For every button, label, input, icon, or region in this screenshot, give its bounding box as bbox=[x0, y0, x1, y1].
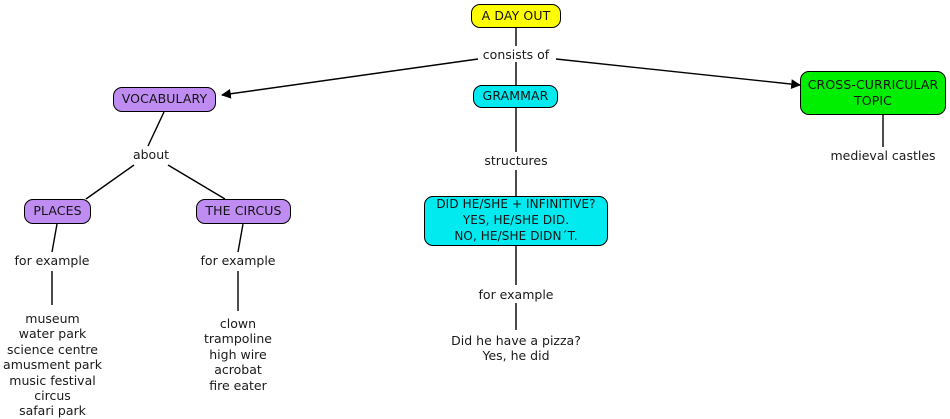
node-places[interactable]: PLACES bbox=[24, 199, 91, 224]
node-grammar[interactable]: GRAMMAR bbox=[473, 85, 558, 108]
edge-about-to-circus bbox=[167, 164, 226, 200]
edge-label-consists-of: consists of bbox=[482, 47, 550, 62]
node-vocabulary[interactable]: VOCABULARY bbox=[113, 87, 216, 112]
edge-circus-to-for-example bbox=[237, 223, 244, 253]
node-the-circus[interactable]: THE CIRCUS bbox=[196, 199, 291, 224]
edge-places-to-for-example bbox=[51, 223, 58, 253]
leaf-circus-examples: clown trampoline high wire acrobat fire … bbox=[203, 316, 273, 393]
edge-label-for-example-places: for example bbox=[14, 253, 90, 268]
leaf-cross-curricular-examples: medieval castles bbox=[830, 148, 936, 163]
leaf-places-examples: museum water park science centre amusmen… bbox=[3, 311, 102, 419]
edge-consists-of-to-cross-curricular bbox=[555, 58, 801, 89]
edge-label-for-example-circus: for example bbox=[200, 253, 276, 268]
edge-vocabulary-to-about bbox=[147, 111, 165, 147]
edge-label-structures: structures bbox=[484, 153, 548, 168]
node-a-day-out[interactable]: A DAY OUT bbox=[471, 4, 561, 28]
node-grammar-structures-box[interactable]: DID HE/SHE + INFINITIVE? YES, HE/SHE DID… bbox=[424, 196, 608, 246]
edge-label-for-example-grammar: for example bbox=[478, 287, 554, 302]
leaf-grammar-examples: Did he have a pizza? Yes, he did bbox=[451, 333, 581, 364]
node-cross-curricular-topic[interactable]: CROSS-CURRICULAR TOPIC bbox=[800, 71, 946, 115]
edge-about-to-places bbox=[85, 164, 135, 200]
edge-consists-of-to-vocabulary bbox=[221, 58, 479, 99]
edge-label-about: about bbox=[132, 147, 170, 162]
